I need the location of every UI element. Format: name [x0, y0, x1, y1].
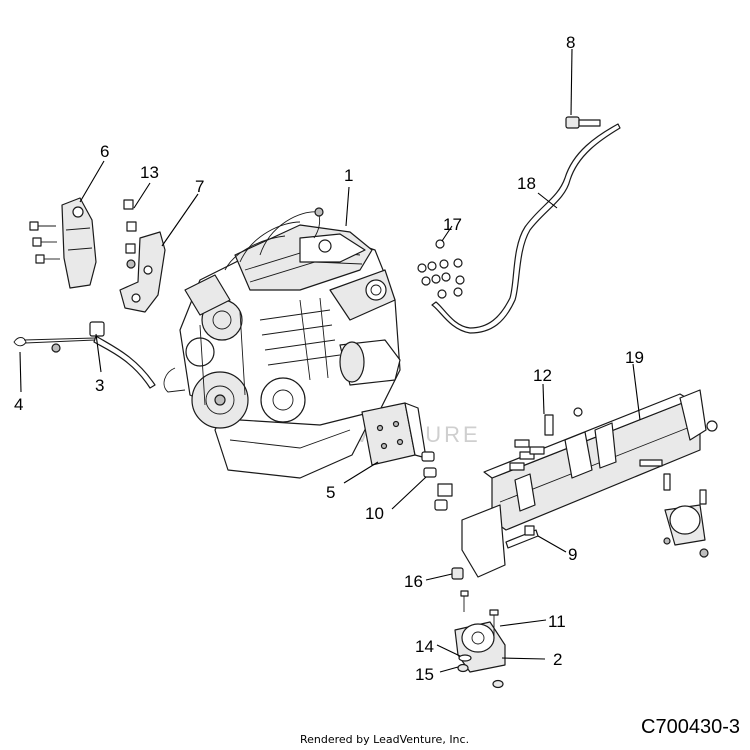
engine-bracket-6[interactable] [29, 197, 97, 289]
engine-bracket-7[interactable] [119, 231, 166, 313]
bolt-9[interactable] [505, 525, 539, 549]
callout-18[interactable]: 18 [517, 174, 536, 193]
diagram-code: C700430-3 [641, 716, 740, 738]
callout-17[interactable]: 17 [443, 215, 462, 234]
callout-8[interactable]: 8 [566, 33, 575, 52]
fitting-8[interactable] [565, 116, 601, 129]
callout-19[interactable]: 19 [625, 348, 644, 367]
engine-assembly[interactable] [163, 207, 401, 479]
callout-4[interactable]: 4 [14, 395, 23, 414]
callout-14[interactable]: 14 [415, 637, 434, 656]
callout-11[interactable]: 11 [548, 612, 566, 631]
dipstick-4[interactable] [13, 337, 96, 347]
fuel-hose-18[interactable] [431, 123, 621, 334]
callout-6[interactable]: 6 [100, 142, 109, 161]
callout-9[interactable]: 9 [568, 545, 577, 564]
washer-14[interactable] [458, 654, 472, 662]
footer-credit: Rendered by LeadVenture, Inc. [300, 733, 470, 746]
callout-12[interactable]: 12 [533, 366, 552, 385]
bolt-11[interactable] [460, 590, 499, 636]
callout-15[interactable]: 15 [415, 665, 434, 684]
bracket-bolts-13[interactable] [123, 199, 137, 269]
callout-10[interactable]: 10 [365, 504, 384, 523]
frame-crossmember-19[interactable] [461, 389, 718, 578]
callout-3[interactable]: 3 [95, 376, 104, 395]
callout-7[interactable]: 7 [195, 177, 204, 196]
nut-16[interactable] [451, 567, 464, 580]
callout-2[interactable]: 2 [553, 650, 562, 669]
callout-13[interactable]: 13 [140, 163, 159, 182]
callout-16[interactable]: 16 [404, 572, 423, 591]
callout-1[interactable]: 1 [344, 166, 353, 185]
nuts-17[interactable] [417, 239, 465, 299]
mount-bolts-10[interactable] [421, 451, 453, 511]
callout-numbers: 1 2 3 4 5 6 7 8 9 10 11 12 13 14 15 16 1… [14, 33, 644, 684]
dipstick-tube-3[interactable] [51, 321, 156, 389]
nut-15[interactable] [457, 663, 504, 689]
callout-5[interactable]: 5 [326, 483, 335, 502]
engine-mount-bracket[interactable] [361, 402, 427, 466]
callout-leaders [19, 48, 641, 673]
engine-mount-right-upper[interactable] [663, 504, 709, 558]
